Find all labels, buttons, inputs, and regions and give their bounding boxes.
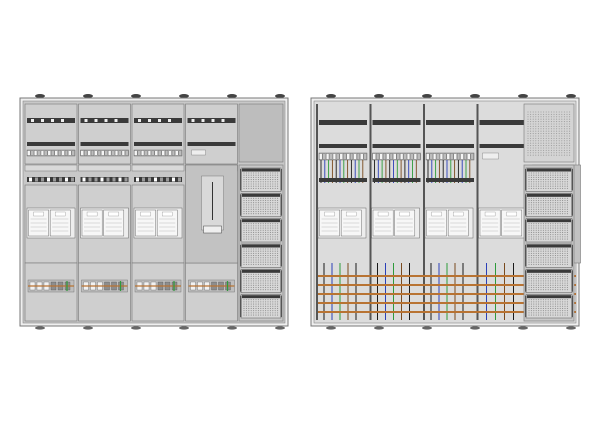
din-rail (134, 142, 182, 146)
terminal-strip (80, 149, 129, 157)
mounting-knob (470, 94, 480, 98)
main-switch-handle (203, 225, 222, 234)
meter-devices (478, 207, 527, 239)
mounting-knob (518, 94, 528, 98)
label-strip (24, 164, 78, 172)
distribution-column (238, 164, 284, 322)
meter-devices (317, 207, 367, 239)
terminal-strip (26, 149, 76, 157)
mounting-foot (179, 326, 189, 330)
distribution-column (523, 164, 575, 322)
mounting-foot (326, 326, 336, 330)
mounting-foot (422, 326, 432, 330)
din-rail (27, 142, 75, 146)
label-strip (78, 164, 131, 172)
din-rail (479, 144, 528, 148)
frame-rail (476, 104, 479, 320)
meter-devices (424, 207, 474, 239)
din-rail (80, 177, 129, 182)
mounting-foot (470, 326, 480, 330)
mounting-knob (275, 94, 285, 98)
mounting-foot (275, 326, 285, 330)
mounting-foot (35, 326, 45, 330)
mounting-foot (131, 326, 141, 330)
mounting-knob (131, 94, 141, 98)
terminal-block (482, 152, 499, 160)
din-rail (319, 120, 367, 125)
mounting-knob (326, 94, 336, 98)
mounting-foot (566, 326, 576, 330)
cabinet-wired-view (310, 94, 581, 330)
meter-devices (26, 207, 76, 239)
cabinet-closed-view (19, 94, 289, 330)
meter-devices (133, 207, 183, 239)
blank-cover (238, 103, 284, 163)
din-rail (372, 120, 421, 125)
din-rail (426, 144, 474, 148)
din-rail (80, 142, 129, 146)
mounting-foot (83, 326, 93, 330)
mounting-foot (518, 326, 528, 330)
terminal-strip (372, 152, 421, 161)
terminal-strip (133, 149, 183, 157)
meter-devices (371, 207, 420, 239)
meter-compartment (185, 103, 238, 165)
mounting-knob (227, 94, 237, 98)
mounting-foot (374, 326, 384, 330)
terminal-block (191, 149, 206, 156)
din-rail (319, 178, 367, 182)
terminal-strip (318, 152, 368, 161)
din-rail (372, 178, 421, 182)
mounting-foot (227, 326, 237, 330)
mounting-knob (374, 94, 384, 98)
mounting-knob (179, 94, 189, 98)
label-strip (131, 164, 185, 172)
din-rail (426, 120, 474, 125)
meter-devices (80, 207, 129, 239)
mounting-knob (422, 94, 432, 98)
mounting-knob (566, 94, 576, 98)
terminal-strip (425, 152, 475, 161)
frame-rail (316, 104, 318, 320)
frame-rail (369, 104, 372, 320)
din-rail (319, 144, 367, 148)
din-rail (372, 144, 421, 148)
din-rail (426, 178, 474, 182)
din-rail (187, 142, 236, 146)
mounting-knob (83, 94, 93, 98)
mounting-knob (35, 94, 45, 98)
din-rail (27, 177, 75, 182)
din-rail (134, 177, 182, 182)
din-rail (479, 120, 528, 125)
frame-rail (423, 104, 425, 320)
